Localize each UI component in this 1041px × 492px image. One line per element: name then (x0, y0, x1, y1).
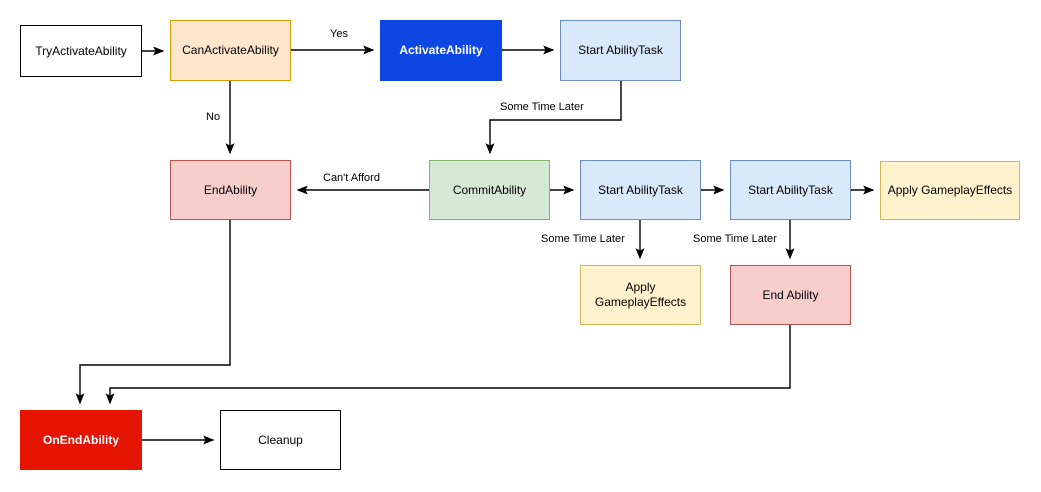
node-cleanup[interactable]: Cleanup (220, 410, 341, 470)
node-commit-ability[interactable]: CommitAbility (429, 160, 550, 220)
edge-endability2-to-onend (105, 325, 791, 405)
node-activate-ability[interactable]: ActivateAbility (380, 20, 502, 81)
node-apply-gameplay-effects-1[interactable]: Apply GameplayEffects (880, 161, 1020, 220)
edge-label-label-some-time-later-3: Some Time Later (690, 233, 780, 246)
node-start-ability-task-3[interactable]: Start AbilityTask (730, 160, 851, 220)
node-on-end-ability[interactable]: OnEndAbility (20, 410, 142, 470)
edge-label-label-some-time-later-2: Some Time Later (538, 233, 628, 246)
node-apply-gameplay-effects-2[interactable]: Apply GameplayEffects (580, 265, 701, 325)
node-start-ability-task-2[interactable]: Start AbilityTask (580, 160, 701, 220)
node-end-ability-2[interactable]: End Ability (730, 265, 851, 325)
node-start-ability-task-1[interactable]: Start AbilityTask (560, 20, 681, 81)
node-end-ability-1[interactable]: EndAbility (170, 160, 291, 220)
node-can-activate-ability[interactable]: CanActivateAbility (170, 20, 291, 81)
edge-label-label-some-time-later-1: Some Time Later (497, 101, 587, 114)
edge-endability1-to-onend (75, 220, 231, 405)
node-try-activate-ability[interactable]: TryActivateAbility (20, 25, 142, 77)
edge-label-label-cant-afford: Can't Afford (320, 172, 383, 185)
edge-task1-to-commit (485, 81, 622, 155)
edge-label-label-yes: Yes (327, 28, 351, 41)
edge-label-label-no: No (203, 111, 224, 124)
